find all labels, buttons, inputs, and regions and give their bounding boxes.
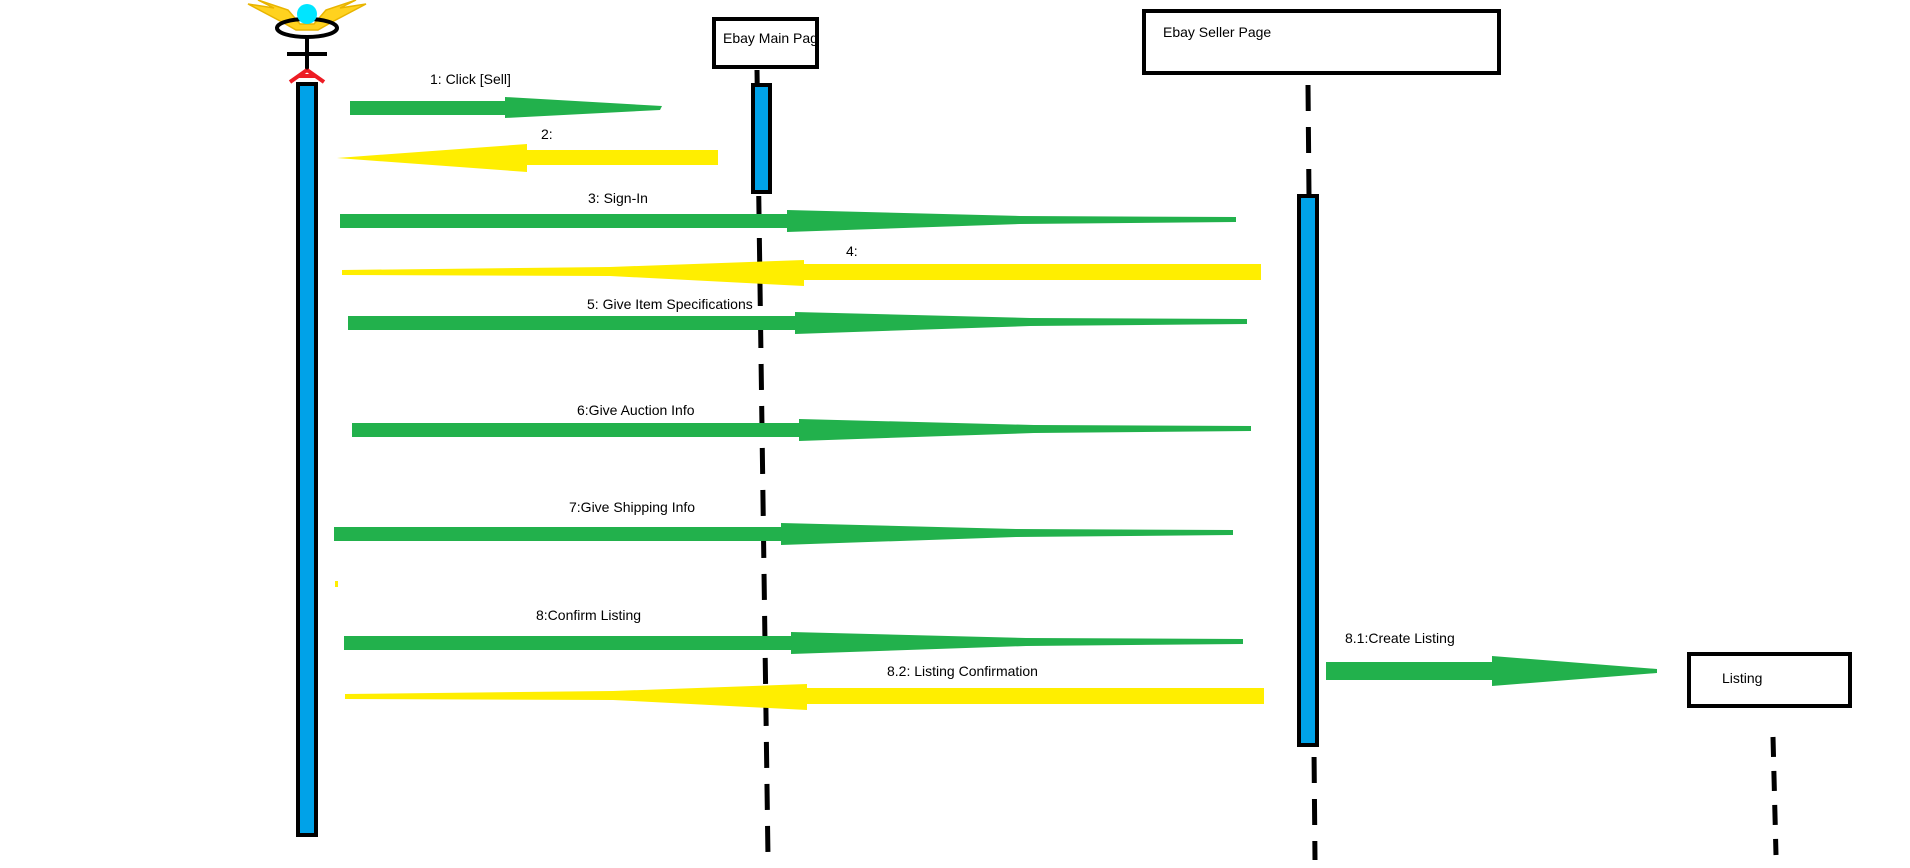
message-arrow-3 [340, 210, 1236, 232]
message-label-8-2: 8.2: Listing Confirmation [887, 663, 1038, 679]
message-label-7: 7:Give Shipping Info [569, 499, 696, 515]
message-label-3: 3: Sign-In [588, 190, 648, 206]
stick-figure-actor-icon [247, 0, 367, 84]
activation-bar-seller-page [1297, 194, 1319, 747]
activation-bar-actor [296, 82, 318, 837]
message-arrow-6 [352, 419, 1251, 441]
message-label-5: 5: Give Item Specifications [587, 296, 753, 312]
message-label-8-1: 8.1:Create Listing [1345, 630, 1455, 646]
message-arrow-8-1 [1326, 656, 1657, 686]
lifeline-listing [1770, 736, 1779, 856]
lifeline-header-listing: Listing [1687, 652, 1852, 708]
message-label-6: 6:Give Auction Info [577, 402, 695, 418]
stray-mark [335, 581, 338, 587]
message-label-2: 2: [541, 126, 553, 142]
message-label-8: 8:Confirm Listing [536, 607, 642, 623]
lifeline-title-listing: Listing [1722, 670, 1763, 686]
message-label-4: 4: [846, 243, 858, 259]
message-arrow-8 [344, 632, 1243, 654]
message-arrow-2 [337, 144, 718, 172]
message-arrow-1 [350, 97, 662, 118]
lifeline-title-seller-page: Ebay Seller Page [1163, 24, 1272, 40]
lifeline-header-seller-page: Ebay Seller Page [1142, 9, 1501, 75]
message-arrow-5 [348, 312, 1247, 334]
message-arrow-4 [342, 260, 1261, 286]
message-arrow-8-2 [345, 684, 1264, 710]
lifeline-main-page [754, 69, 771, 859]
lifeline-header-main-page: Ebay Main Page [712, 17, 819, 69]
message-label-1: 1: Click [Sell] [430, 71, 511, 87]
lifeline-title-main-page: Ebay Main Page [723, 30, 819, 46]
message-arrow-7 [334, 523, 1233, 545]
activation-bar-main-page [751, 83, 772, 194]
